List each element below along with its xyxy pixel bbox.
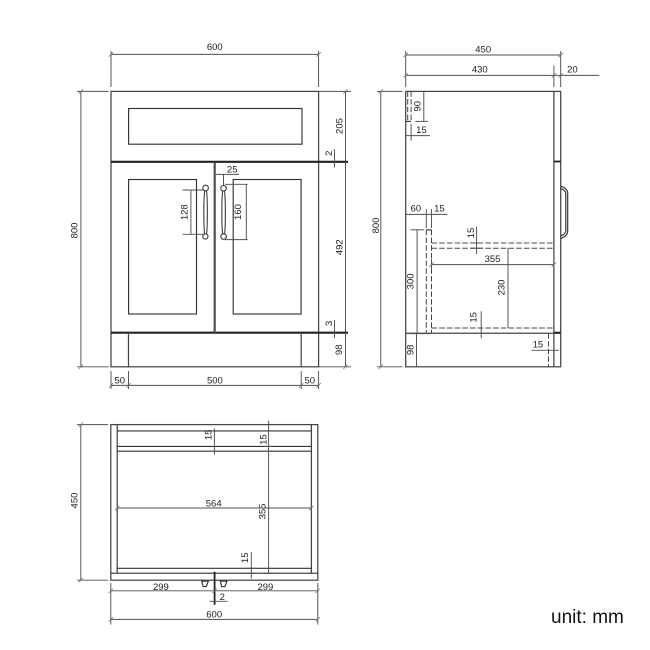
svg-text:355: 355 <box>258 504 269 520</box>
svg-text:230: 230 <box>497 280 508 296</box>
svg-text:20: 20 <box>567 65 578 76</box>
svg-text:800: 800 <box>70 223 81 239</box>
svg-text:15: 15 <box>203 430 214 441</box>
svg-text:128: 128 <box>179 204 190 220</box>
svg-text:299: 299 <box>257 582 273 593</box>
svg-text:2: 2 <box>324 151 335 156</box>
svg-text:98: 98 <box>334 345 345 356</box>
svg-text:492: 492 <box>334 239 345 255</box>
svg-text:15: 15 <box>466 228 477 239</box>
svg-text:50: 50 <box>115 375 126 386</box>
svg-text:15: 15 <box>240 553 251 564</box>
svg-text:800: 800 <box>371 218 382 234</box>
svg-text:205: 205 <box>334 118 345 134</box>
svg-text:98: 98 <box>406 345 417 356</box>
svg-text:299: 299 <box>153 582 169 593</box>
svg-text:450: 450 <box>69 493 80 509</box>
svg-text:300: 300 <box>405 273 416 289</box>
svg-text:50: 50 <box>305 375 316 386</box>
svg-text:500: 500 <box>207 375 223 386</box>
svg-text:15: 15 <box>259 434 270 445</box>
svg-text:15: 15 <box>434 204 445 215</box>
svg-text:15: 15 <box>416 125 427 136</box>
svg-text:15: 15 <box>469 312 480 323</box>
svg-text:355: 355 <box>485 254 501 265</box>
svg-text:564: 564 <box>206 499 222 510</box>
svg-text:600: 600 <box>206 610 222 621</box>
svg-text:60: 60 <box>411 204 422 215</box>
svg-text:25: 25 <box>227 164 238 175</box>
svg-text:unit: mm: unit: mm <box>551 607 624 628</box>
svg-text:450: 450 <box>475 45 491 56</box>
svg-text:2: 2 <box>220 592 225 603</box>
svg-text:600: 600 <box>207 42 223 53</box>
svg-text:90: 90 <box>413 101 424 112</box>
svg-text:3: 3 <box>324 321 335 326</box>
svg-text:15: 15 <box>533 340 544 351</box>
svg-text:430: 430 <box>472 65 488 76</box>
svg-text:160: 160 <box>233 204 244 220</box>
